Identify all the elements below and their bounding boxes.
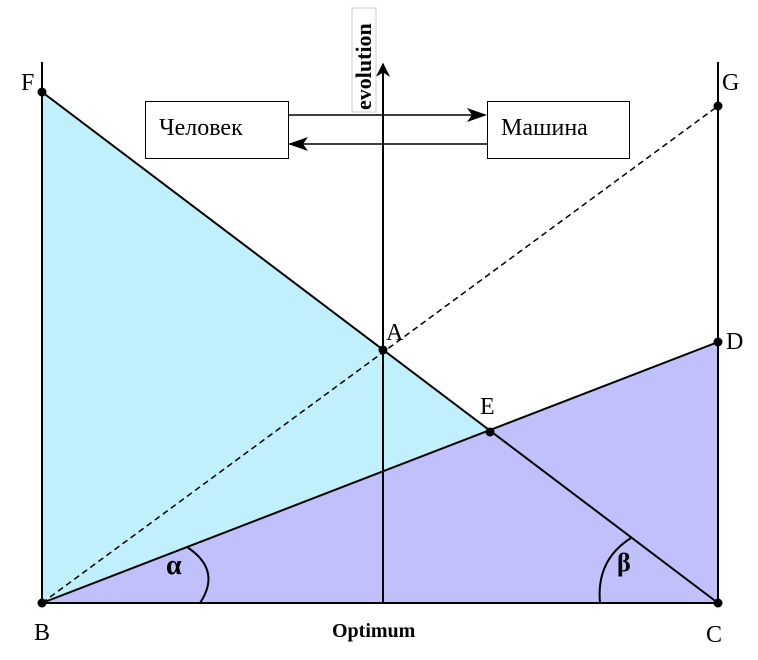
label-B: B bbox=[34, 620, 50, 646]
point-B bbox=[37, 598, 47, 608]
beta-angle-arc bbox=[598, 537, 632, 604]
human-box-label: Человек bbox=[159, 115, 243, 141]
human-box bbox=[145, 101, 289, 159]
label-C: C bbox=[706, 622, 722, 648]
line-BD bbox=[41, 341, 719, 604]
cyan-region bbox=[42, 92, 490, 603]
evolution-label: evolution bbox=[351, 23, 376, 110]
alpha-angle-arc bbox=[186, 546, 210, 604]
label-G: G bbox=[722, 70, 739, 96]
optimum-label: Optimum bbox=[332, 620, 416, 642]
point-D bbox=[713, 337, 723, 347]
label-F: F bbox=[21, 70, 34, 96]
label-E: E bbox=[480, 394, 495, 420]
point-C bbox=[713, 598, 723, 608]
point-A bbox=[378, 345, 388, 355]
machine-box bbox=[487, 101, 630, 159]
alpha-label: α bbox=[166, 550, 182, 581]
machine-box-label: Машина bbox=[501, 115, 588, 141]
evolution-label-box bbox=[351, 7, 377, 113]
label-D: D bbox=[726, 329, 743, 355]
beta-label: β bbox=[617, 548, 631, 577]
point-F bbox=[37, 87, 47, 97]
point-E bbox=[485, 427, 495, 437]
label-A: A bbox=[386, 320, 404, 346]
point-G bbox=[713, 101, 723, 111]
point-markers bbox=[37, 87, 723, 608]
